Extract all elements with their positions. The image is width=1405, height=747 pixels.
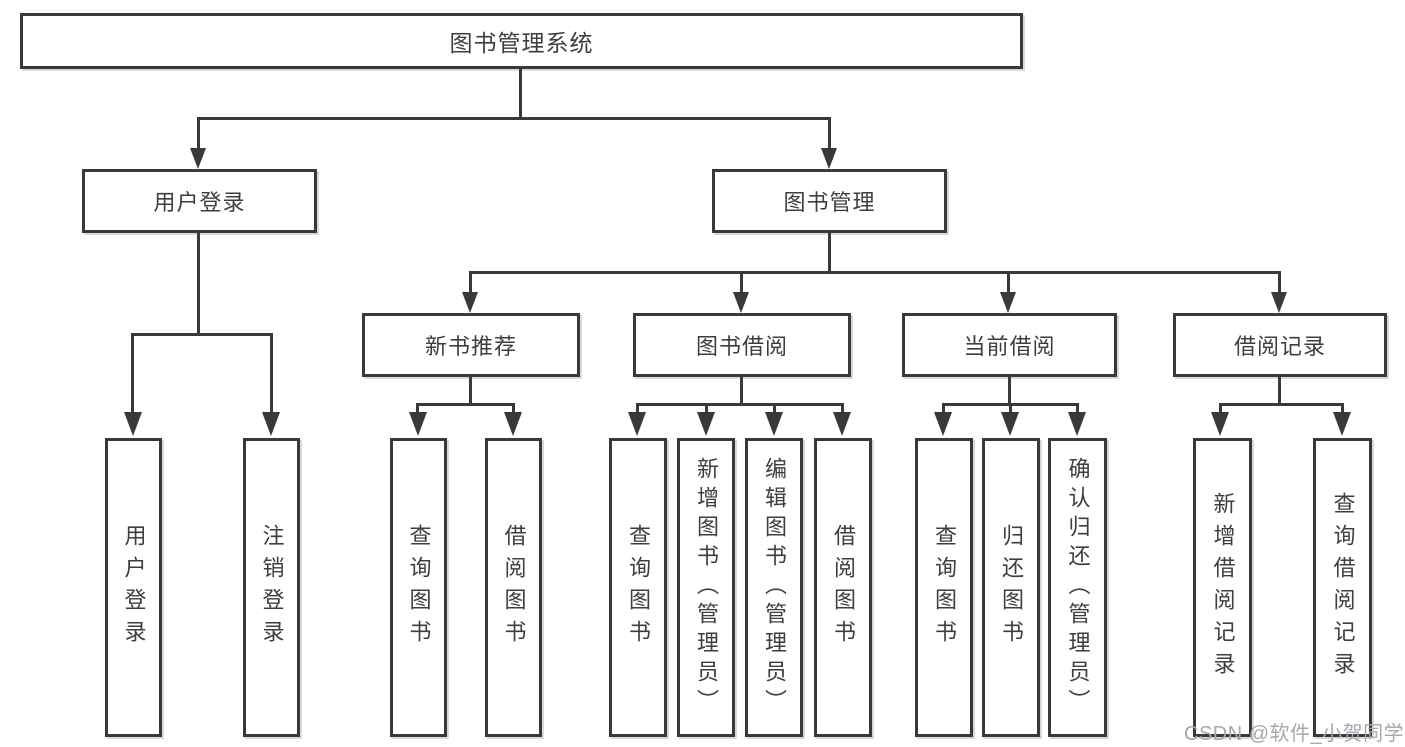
connector-bookmgmt-drop-2 — [740, 271, 743, 295]
leaf-logout-label: 注销登录 — [259, 523, 285, 652]
connector-bookborrow-drop-4 — [841, 403, 844, 417]
node-book-borrow: 图书借阅 — [633, 313, 851, 377]
node-new-book-recommend-label: 新书推荐 — [424, 334, 517, 359]
leaf-add-borrow-record-label: 新增借阅记录 — [1210, 491, 1236, 684]
leaf-add-books-admin-label: 新增图书（管理员） — [694, 457, 719, 718]
leaf-logout: 注销登录 — [243, 438, 300, 737]
arrow-down-add-books — [697, 412, 715, 436]
leaf-borrow-books-label: 借阅图书 — [831, 523, 856, 652]
leaf-add-borrow-record: 新增借阅记录 — [1193, 438, 1252, 737]
leaf-user-login-label: 用户登录 — [121, 523, 147, 652]
arrow-down-bookborrow-query — [628, 412, 646, 436]
node-book-management-label: 图书管理 — [783, 190, 876, 215]
arrow-down-return-books — [1001, 412, 1019, 436]
node-new-book-recommend: 新书推荐 — [362, 313, 580, 377]
node-book-management: 图书管理 — [712, 169, 947, 233]
connector-currentborrow-stem — [1008, 377, 1011, 406]
connector-records-drop-1 — [1219, 403, 1222, 417]
connector-records-stem — [1278, 377, 1281, 406]
node-book-borrow-label: 图书借阅 — [695, 334, 788, 359]
leaf-add-books-admin: 新增图书（管理员） — [677, 438, 735, 737]
connector-bookborrow-drop-3 — [773, 403, 776, 417]
node-user-login: 用户登录 — [82, 169, 317, 233]
connector-records-drop-2 — [1341, 403, 1344, 417]
leaf-user-login: 用户登录 — [105, 438, 162, 737]
arrow-down-current-query — [934, 412, 952, 436]
connector-recommend-stem — [469, 377, 472, 406]
connector-userlogin-stem — [197, 233, 200, 336]
leaf-query-borrow-record: 查询借阅记录 — [1313, 438, 1372, 737]
arrow-down-new-book-recommend — [462, 292, 478, 313]
leaf-current-query-books-label: 查询图书 — [932, 523, 957, 652]
connector-recommend-bar — [416, 403, 515, 406]
leaf-confirm-return-admin: 确认归还（管理员） — [1048, 438, 1107, 737]
arrow-down-recommend-borrow — [504, 412, 522, 436]
connector-currentborrow-drop-1 — [942, 403, 945, 417]
connector-recommend-drop-2 — [512, 403, 515, 417]
connector-userlogin-drop-1 — [131, 333, 134, 415]
connector-currentborrow-drop-3 — [1076, 403, 1079, 417]
leaf-current-query-books: 查询图书 — [915, 438, 973, 737]
node-root-label: 图书管理系统 — [449, 30, 594, 56]
arrow-down-query-record — [1333, 412, 1351, 436]
leaf-return-books-label: 归还图书 — [999, 523, 1024, 652]
arrow-down-confirm-return — [1068, 412, 1086, 436]
connector-bookmgmt-stem — [828, 233, 831, 274]
node-current-borrow: 当前借阅 — [902, 313, 1117, 377]
csdn-watermark: CSDN @软件_小贺同学 — [1184, 723, 1405, 745]
leaf-borrow-query-books-label: 查询图书 — [626, 523, 651, 652]
connector-currentborrow-drop-2 — [1009, 403, 1012, 417]
leaf-edit-books-admin-label: 编辑图书（管理员） — [762, 457, 787, 718]
leaf-edit-books-admin: 编辑图书（管理员） — [745, 438, 803, 737]
connector-bookborrow-drop-1 — [636, 403, 639, 417]
leaf-recommend-query-books-label: 查询图书 — [406, 523, 432, 652]
arrow-down-leaf-logout — [262, 412, 280, 436]
node-borrow-records: 借阅记录 — [1173, 313, 1387, 377]
arrow-down-borrow-books — [833, 412, 851, 436]
leaf-query-borrow-record-label: 查询借阅记录 — [1330, 491, 1356, 684]
arrow-down-add-record — [1211, 412, 1229, 436]
arrow-down-book-borrow — [733, 292, 749, 313]
arrow-down-recommend-query — [409, 412, 427, 436]
connector-bookmgmt-bar — [469, 271, 1281, 274]
connector-bookborrow-drop-2 — [705, 403, 708, 417]
leaf-borrow-books: 借阅图书 — [814, 438, 872, 737]
leaf-recommend-borrow-books: 借阅图书 — [485, 438, 542, 737]
leaf-borrow-query-books: 查询图书 — [609, 438, 667, 737]
connector-bookmgmt-drop-1 — [469, 271, 472, 295]
node-current-borrow-label: 当前借阅 — [963, 334, 1056, 359]
arrow-down-book-management — [821, 148, 837, 169]
arrow-down-user-login — [190, 148, 206, 169]
connector-bookmgmt-drop-4 — [1278, 271, 1281, 295]
connector-userlogin-bar — [131, 333, 273, 336]
connector-records-bar — [1219, 403, 1344, 406]
connector-recommend-drop-1 — [416, 403, 419, 417]
leaf-return-books: 归还图书 — [982, 438, 1040, 737]
node-user-login-label: 用户登录 — [153, 190, 246, 215]
arrow-down-leaf-user-login — [124, 412, 142, 436]
connector-root-right-drop — [828, 117, 831, 152]
arrow-down-edit-books — [765, 412, 783, 436]
leaf-recommend-borrow-books-label: 借阅图书 — [501, 523, 527, 652]
leaf-confirm-return-admin-label: 确认归还（管理员） — [1065, 457, 1091, 718]
node-borrow-records-label: 借阅记录 — [1233, 334, 1326, 359]
arrow-down-borrow-records — [1271, 292, 1287, 313]
connector-bookmgmt-drop-3 — [1007, 271, 1010, 295]
leaf-recommend-query-books: 查询图书 — [390, 438, 447, 737]
connector-root-left-drop — [197, 117, 200, 152]
connector-bookborrow-bar — [636, 403, 844, 406]
connector-root-stem — [519, 69, 522, 120]
connector-bookborrow-stem — [740, 377, 743, 406]
node-root: 图书管理系统 — [20, 13, 1023, 69]
arrow-down-current-borrow — [1000, 292, 1016, 313]
connector-root-bar — [197, 117, 831, 120]
connector-userlogin-drop-2 — [270, 333, 273, 415]
